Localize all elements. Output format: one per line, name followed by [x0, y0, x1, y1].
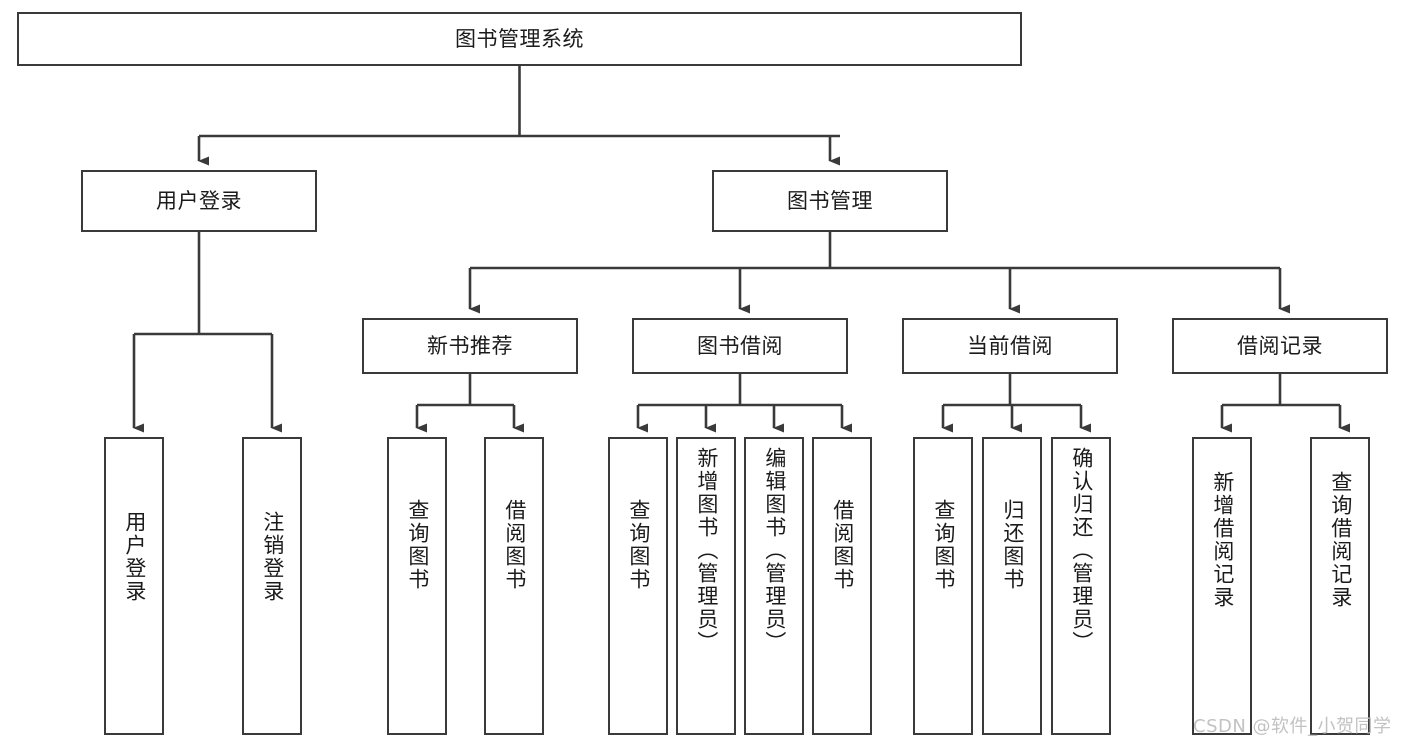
node-current-borrow-label: 当前借阅 — [967, 333, 1053, 358]
node-leaf-rec-add-record[interactable]: 新增借阅记录 — [1192, 437, 1252, 735]
node-leaf-cur-confirm-return-label: 确认归还（管理员） — [1069, 447, 1094, 654]
node-root[interactable]: 图书管理系统 — [17, 12, 1022, 66]
node-leaf-cur-query-book[interactable]: 查询图书 — [913, 437, 973, 735]
node-leaf-borrow-edit-book[interactable]: 编辑图书（管理员） — [744, 437, 804, 735]
node-leaf-user-logout[interactable]: 注销登录 — [242, 437, 302, 735]
node-leaf-rec-query-record[interactable]: 查询借阅记录 — [1310, 437, 1370, 735]
node-book-manage[interactable]: 图书管理 — [712, 170, 948, 232]
node-leaf-cur-query-book-label: 查询图书 — [931, 499, 956, 591]
csdn-watermark: CSDN @软件_小贺同学 — [1193, 716, 1392, 737]
node-current-borrow[interactable]: 当前借阅 — [902, 318, 1118, 374]
node-user-login[interactable]: 用户登录 — [81, 170, 317, 232]
node-leaf-borrow-query-book[interactable]: 查询图书 — [608, 437, 668, 735]
node-leaf-borrow-borrow-book[interactable]: 借阅图书 — [812, 437, 872, 735]
node-borrow-record-label: 借阅记录 — [1237, 333, 1323, 358]
node-leaf-user-login-label: 用户登录 — [122, 511, 147, 603]
node-book-borrow-label: 图书借阅 — [697, 333, 783, 358]
node-borrow-record[interactable]: 借阅记录 — [1172, 318, 1388, 374]
node-leaf-user-logout-label: 注销登录 — [260, 511, 285, 603]
node-new-book-rec-label: 新书推荐 — [427, 333, 513, 358]
node-leaf-rec-add-record-label: 新增借阅记录 — [1210, 471, 1235, 609]
node-leaf-rec-borrow-book-label: 借阅图书 — [502, 499, 527, 591]
node-leaf-cur-return-book[interactable]: 归还图书 — [982, 437, 1042, 735]
node-leaf-rec-query-book-label: 查询图书 — [405, 499, 430, 591]
node-book-manage-label: 图书管理 — [787, 188, 873, 213]
node-leaf-borrow-query-book-label: 查询图书 — [626, 499, 651, 591]
node-user-login-label: 用户登录 — [156, 188, 242, 213]
node-book-borrow[interactable]: 图书借阅 — [632, 318, 848, 374]
node-leaf-user-login[interactable]: 用户登录 — [104, 437, 164, 735]
node-leaf-borrow-borrow-book-label: 借阅图书 — [830, 499, 855, 591]
node-leaf-cur-confirm-return[interactable]: 确认归还（管理员） — [1051, 437, 1111, 735]
node-leaf-rec-borrow-book[interactable]: 借阅图书 — [484, 437, 544, 735]
node-leaf-borrow-add-book[interactable]: 新增图书（管理员） — [676, 437, 736, 735]
node-root-label: 图书管理系统 — [455, 26, 584, 51]
node-leaf-rec-query-book[interactable]: 查询图书 — [387, 437, 447, 735]
node-leaf-cur-return-book-label: 归还图书 — [1000, 499, 1025, 591]
node-leaf-borrow-edit-book-label: 编辑图书（管理员） — [762, 447, 787, 654]
node-leaf-rec-query-record-label: 查询借阅记录 — [1328, 471, 1353, 609]
node-new-book-rec[interactable]: 新书推荐 — [362, 318, 578, 374]
node-leaf-borrow-add-book-label: 新增图书（管理员） — [694, 447, 719, 654]
